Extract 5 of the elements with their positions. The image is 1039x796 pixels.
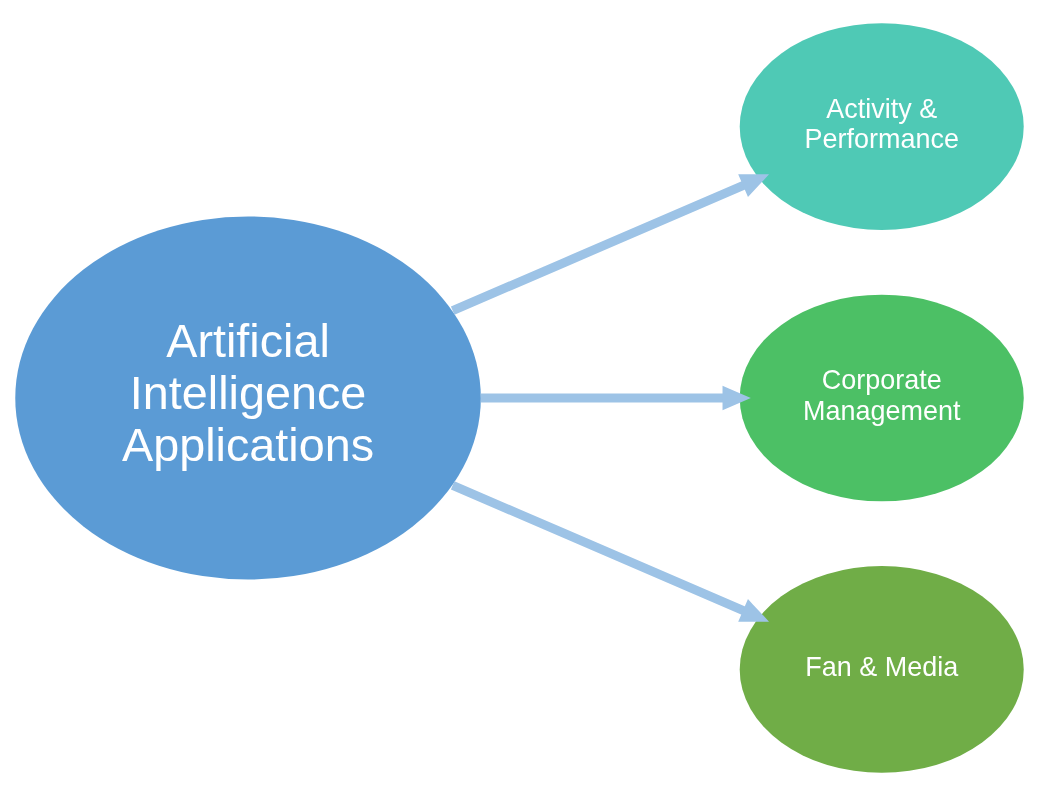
arrow: [450, 174, 770, 315]
arrow: [450, 481, 770, 622]
node-ellipse: Corporate Management: [739, 294, 1024, 502]
node-ellipse: Artificial Intelligence Applications: [15, 216, 481, 580]
arrow: [480, 385, 751, 411]
